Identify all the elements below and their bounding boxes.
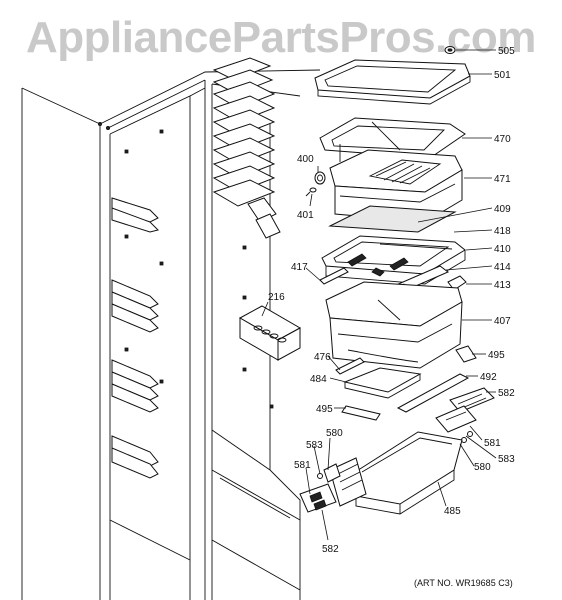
part-582-end-cap-right	[449, 387, 495, 413]
part-485-pan-drawer	[329, 431, 463, 515]
callout-582-left: 582	[322, 544, 339, 555]
callout-583-right: 583	[498, 454, 515, 465]
air-vent-louvers	[212, 57, 281, 239]
part-417-slide-rail	[319, 267, 349, 285]
callout-501: 501	[494, 70, 511, 81]
part-495-rail-upper	[455, 345, 477, 363]
callout-216: 216	[268, 292, 285, 303]
callout-410: 410	[494, 244, 511, 255]
callout-417: 417	[291, 262, 308, 273]
part-409-glass-panel	[328, 205, 457, 233]
part-495-strip-lower	[341, 405, 381, 421]
part-505-clip	[444, 46, 456, 54]
part-410-crisper-cover-frame	[321, 235, 466, 285]
callout-580-left: 580	[326, 428, 343, 439]
callout-labels: 505 501 470 400 471 401 409 418 410 417 …	[268, 46, 515, 555]
part-581-bracket-right	[435, 405, 477, 433]
callout-580-right: 580	[474, 462, 491, 473]
callout-583-left: 583	[306, 440, 323, 451]
callout-401: 401	[297, 210, 314, 221]
callout-413: 413	[494, 280, 511, 291]
callout-418: 418	[494, 226, 511, 237]
leader-lines	[261, 49, 497, 541]
callout-409: 409	[494, 204, 511, 215]
callout-484: 484	[310, 374, 327, 385]
callout-492: 492	[480, 372, 497, 383]
callout-414: 414	[494, 262, 511, 273]
watermark-text: AppliancePartsPros.com	[26, 13, 536, 62]
part-401-screw	[305, 187, 317, 197]
callout-505: 505	[498, 46, 515, 57]
callout-471: 471	[494, 174, 511, 185]
part-484-lid	[343, 367, 422, 399]
part-470-shelf-frame	[319, 117, 466, 170]
freezer-shelf-rails	[111, 197, 159, 479]
part-501-shelf-frame	[314, 59, 471, 105]
part-407-crisper-drawer	[325, 281, 463, 369]
callout-476: 476	[314, 352, 331, 363]
art-number: (ART NO. WR19685 C3)	[414, 578, 513, 588]
callout-495-upper: 495	[488, 350, 505, 361]
callout-400: 400	[297, 154, 314, 165]
callout-470: 470	[494, 134, 511, 145]
callout-495-lower: 495	[316, 404, 333, 415]
callout-485: 485	[444, 506, 461, 517]
callout-581-left: 581	[294, 460, 311, 471]
part-400-knob	[314, 171, 326, 185]
callout-582-right: 582	[498, 388, 515, 399]
part-216-bin	[238, 305, 302, 361]
part-476-slide	[335, 357, 365, 375]
callout-581-right: 581	[484, 438, 501, 449]
part-583-screw-left	[317, 473, 323, 479]
part-492-strip	[396, 373, 470, 413]
part-582-end-cap-left	[299, 483, 337, 513]
callout-407: 407	[494, 316, 511, 327]
